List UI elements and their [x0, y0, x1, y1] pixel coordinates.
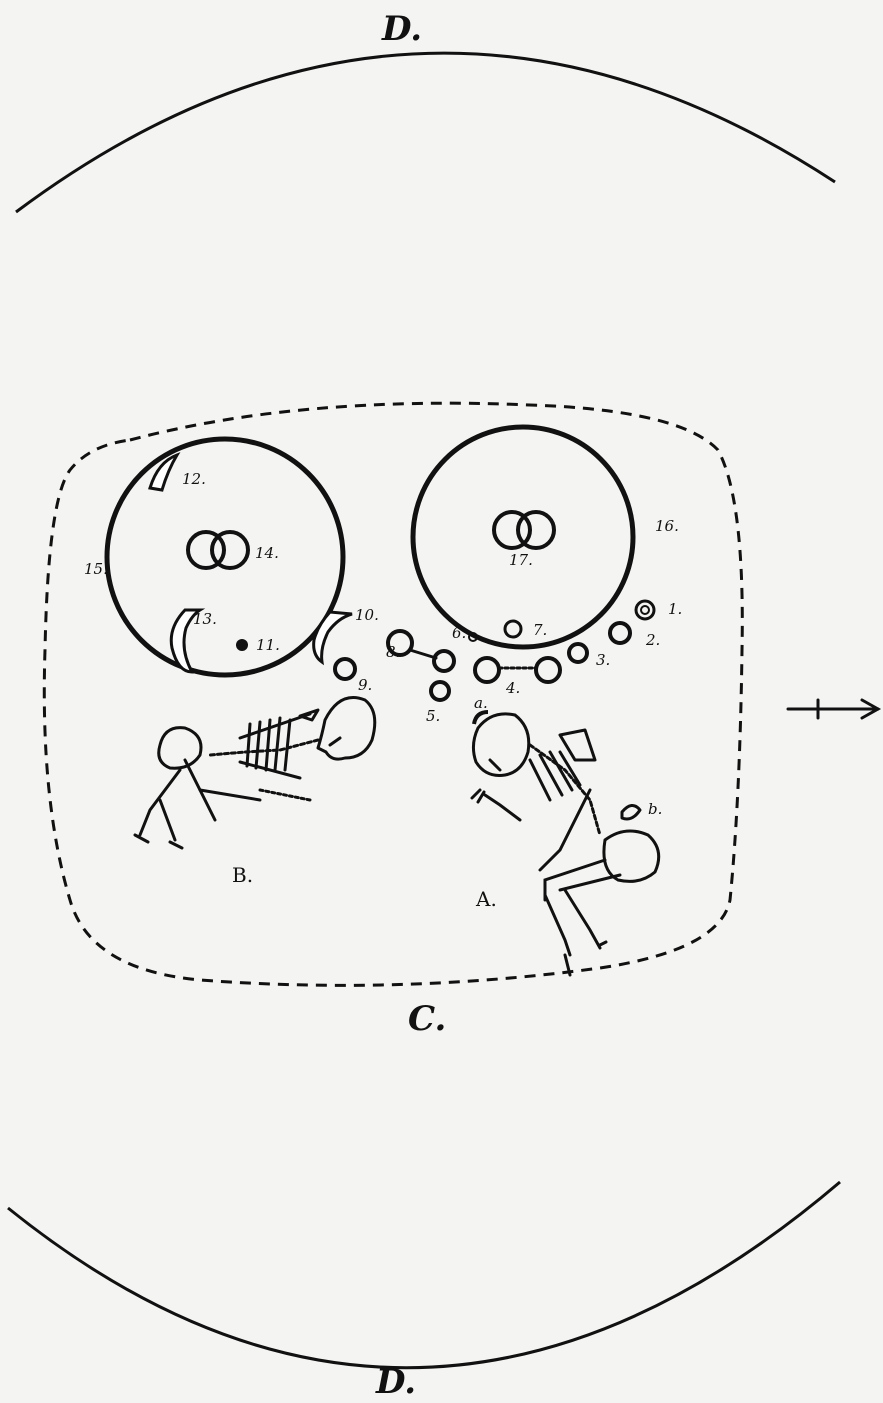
object-8b: [432, 649, 456, 673]
num-3: 3.: [596, 651, 610, 669]
label-skeleton-b: B.: [232, 863, 253, 887]
object-11: [236, 639, 248, 651]
skeleton-b: [133, 696, 377, 850]
num-5: 5.: [426, 707, 440, 725]
object-3: [567, 642, 589, 664]
skeleton-a: [470, 712, 661, 977]
arrow-right-icon: [786, 698, 882, 720]
num-10: 10.: [355, 606, 379, 624]
num-14: 14.: [255, 544, 279, 562]
num-13: 13.: [193, 610, 217, 628]
outer-circle-bottom-arc: [7, 1180, 841, 1370]
object-4: [473, 656, 501, 684]
label-skeleton-a: A.: [475, 887, 497, 911]
pit-16: [410, 424, 636, 650]
num-17: 17.: [509, 551, 533, 569]
rings-14: [186, 530, 250, 570]
num-4: 4.: [505, 679, 520, 697]
object-10: [312, 610, 353, 666]
num-2: 2.: [645, 631, 660, 649]
object-12: [148, 452, 181, 492]
num-9: 9.: [358, 676, 372, 694]
num-8: 8.: [386, 643, 400, 661]
object-4b: [534, 656, 562, 684]
object-6: [468, 632, 478, 642]
pit-15: [104, 436, 346, 678]
object-5: [429, 680, 451, 702]
object-a: [472, 710, 489, 725]
num-1: 1.: [668, 600, 682, 618]
label-a: a.: [474, 694, 488, 712]
num-7: 7.: [533, 621, 547, 639]
object-b: [620, 804, 642, 821]
num-16: 16.: [655, 517, 679, 535]
label-trench-c: C.: [408, 999, 446, 1039]
label-bottom-d: D.: [375, 1362, 416, 1402]
object-13: [169, 608, 206, 674]
object-7: [503, 619, 523, 639]
object-8: [386, 629, 414, 657]
label-top-d: D.: [381, 9, 422, 49]
object-1: [634, 599, 656, 621]
trench-outline: [42, 401, 744, 987]
object-8-link: [408, 648, 438, 660]
num-11: 11.: [256, 636, 280, 654]
num-6: 6.: [452, 624, 466, 642]
num-12: 12.: [182, 470, 206, 488]
object-2: [608, 621, 632, 645]
rings-17: [492, 510, 556, 550]
outer-circle-top-arc: [15, 51, 836, 214]
label-b: b.: [648, 800, 662, 818]
object-9: [333, 657, 357, 681]
num-15: 15.: [84, 560, 108, 578]
